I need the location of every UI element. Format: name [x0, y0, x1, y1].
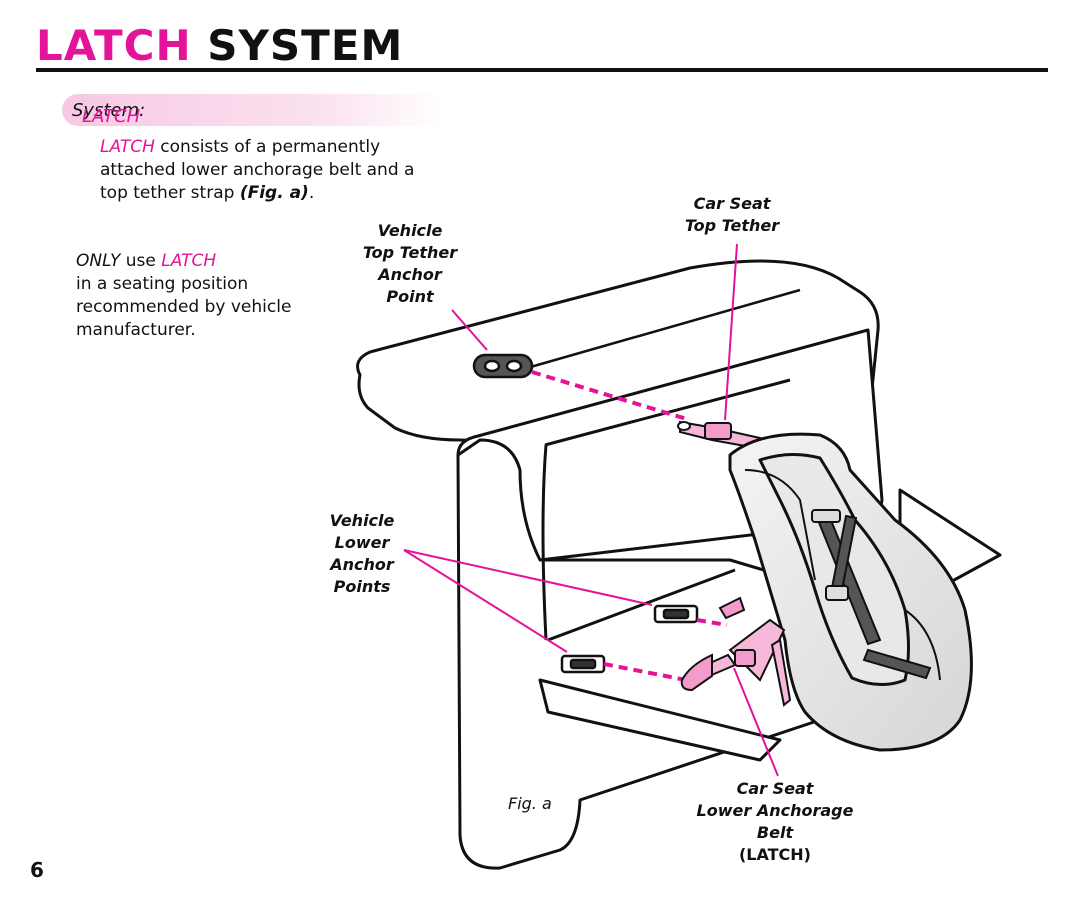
dashed-connectors	[531, 370, 728, 682]
label-fig-a: Fig. a	[508, 794, 552, 813]
leader-lines	[403, 243, 779, 777]
only-word: ONLY	[76, 251, 121, 271]
lower-anchorage-belt	[680, 596, 792, 707]
title-rule	[36, 68, 1048, 72]
section-heading: LATCH System:	[62, 94, 442, 127]
intro-text: consists of a permanently attached lower…	[100, 137, 415, 203]
title-system: SYSTEM	[207, 21, 404, 70]
page-title: LATCH SYSTEM	[36, 20, 403, 72]
section-heading-text: LATCH System:	[72, 100, 146, 127]
label-vehicle-top-tether: Vehicle Top Tether Anchor Point	[362, 221, 458, 306]
fig-reference: (Fig. a)	[239, 183, 309, 203]
title-latch: LATCH	[36, 21, 192, 70]
intro-paragraph: LATCH consists of a permanently attached…	[100, 137, 415, 203]
top-tether-anchor	[472, 353, 534, 379]
label-car-seat-top-tether: Car Seat Top Tether	[684, 194, 780, 235]
intro-latch: LATCH	[100, 137, 155, 157]
car-seat-harness	[811, 509, 932, 680]
top-tether-strap	[677, 420, 762, 450]
only-rest: in a seating position recommended by veh…	[76, 274, 292, 340]
only-latch: LATCH	[161, 251, 217, 271]
label-car-seat-lower-anchorage: Car Seat Lower Anchorage Belt (LATCH)	[696, 779, 854, 864]
page-number: 6	[30, 858, 44, 882]
lower-anchors	[560, 604, 699, 674]
label-vehicle-lower-anchor: Vehicle Lower Anchor Points	[329, 511, 395, 596]
